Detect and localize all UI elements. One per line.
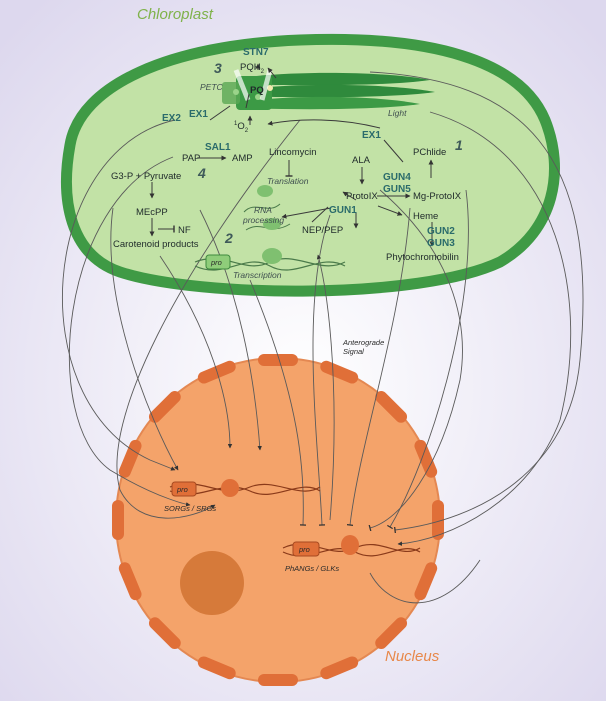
label-gun3: GUN3 [427, 238, 455, 249]
chloroplast-title: Chloroplast [137, 6, 214, 23]
label-ex1-top: EX1 [189, 109, 208, 120]
label-ex1-right: EX1 [362, 130, 381, 141]
label-heme: Heme [413, 211, 438, 222]
label-pro-nucleus-1: pro [176, 485, 188, 494]
label-nf: NF [178, 225, 191, 236]
label-sal1: SAL1 [205, 142, 231, 153]
label-gun5: GUN5 [383, 184, 411, 195]
nuclear-pore [118, 439, 142, 478]
label-mecpp: MEcPP [136, 207, 168, 218]
nuclear-pore [414, 439, 438, 478]
label-number-2: 2 [224, 230, 233, 246]
nuclear-pores [112, 354, 444, 686]
label-petc: PETC [200, 82, 224, 92]
nucleolus [180, 551, 244, 615]
nuclear-pore [375, 617, 408, 650]
label-number-4: 4 [197, 165, 206, 181]
chloro-promoter-box [205, 254, 231, 270]
chloroplast-dna [194, 185, 346, 271]
label-gun4: GUN4 [383, 172, 411, 183]
nucleus-title: Nucleus [385, 648, 440, 665]
chloro-polymerase [262, 248, 282, 264]
label-anterograde: Anterograde [342, 338, 384, 347]
label-processing: processing [242, 215, 284, 225]
nuclear-pore [148, 390, 181, 423]
label-transcription: Transcription [233, 270, 282, 280]
nucleus-promoter-box-1 [171, 481, 197, 497]
label-singlet-oxygen: 1O2 [234, 121, 249, 134]
nuclear-pore [414, 562, 438, 601]
nuclear-pore [432, 500, 444, 540]
label-stn7: STN7 [243, 47, 269, 58]
label-pro-chloroplast: pro [210, 258, 222, 267]
nucleus [112, 354, 444, 686]
label-gun1: GUN1 [329, 205, 357, 216]
label-ala: ALA [352, 155, 371, 166]
label-pchlide: PChlide [413, 147, 446, 158]
nuclear-pore [112, 500, 124, 540]
label-amp: AMP [232, 153, 253, 164]
label-carotenoid: Carotenoid products [113, 239, 199, 250]
nuclear-pore [258, 354, 298, 366]
label-protoix: ProtoIX [346, 191, 378, 202]
label-mg-protoix: Mg-ProtoIX [413, 191, 462, 202]
signal-lines [61, 71, 584, 604]
nuclear-pore [118, 562, 142, 601]
label-sorgs-srgs: SORGs / SRGs [164, 504, 216, 513]
nuclear-pore [258, 674, 298, 686]
label-rna: RNA [254, 205, 272, 215]
thylakoid-stacks [222, 72, 435, 110]
label-number-1: 1 [455, 137, 463, 153]
label-gun2: GUN2 [427, 226, 455, 237]
label-pro-nucleus-2: pro [298, 545, 310, 554]
internal-arrows [149, 63, 435, 247]
nucleus-dna [169, 479, 421, 557]
label-phytochromobilin: Phytochromobilin [386, 252, 459, 263]
nucleus-promoter-box-2 [292, 541, 320, 557]
label-pap: PAP [182, 153, 200, 164]
label-translation: Translation [267, 176, 309, 186]
label-ex2: EX2 [162, 113, 181, 124]
nuclear-pore [148, 617, 181, 650]
chloroplast [61, 33, 560, 297]
label-light: Light [388, 108, 407, 118]
label-lincomycin: Lincomycin [269, 147, 317, 158]
label-pqh2: PQH2 [240, 62, 265, 75]
nuclear-pore [375, 390, 408, 423]
nuclear-pore [197, 656, 236, 680]
label-pq: PQ [250, 85, 264, 96]
label-g3p-pyruvate: G3-P + Pyruvate [111, 171, 181, 182]
label-signal: Signal [343, 347, 364, 356]
nuclear-pore [320, 656, 359, 680]
label-nep-pep: NEP/PEP [302, 225, 343, 236]
label-number-3: 3 [214, 60, 222, 76]
label-phangs-glks: PhANGs / GLKs [285, 564, 339, 573]
nuclear-pore [320, 360, 359, 384]
